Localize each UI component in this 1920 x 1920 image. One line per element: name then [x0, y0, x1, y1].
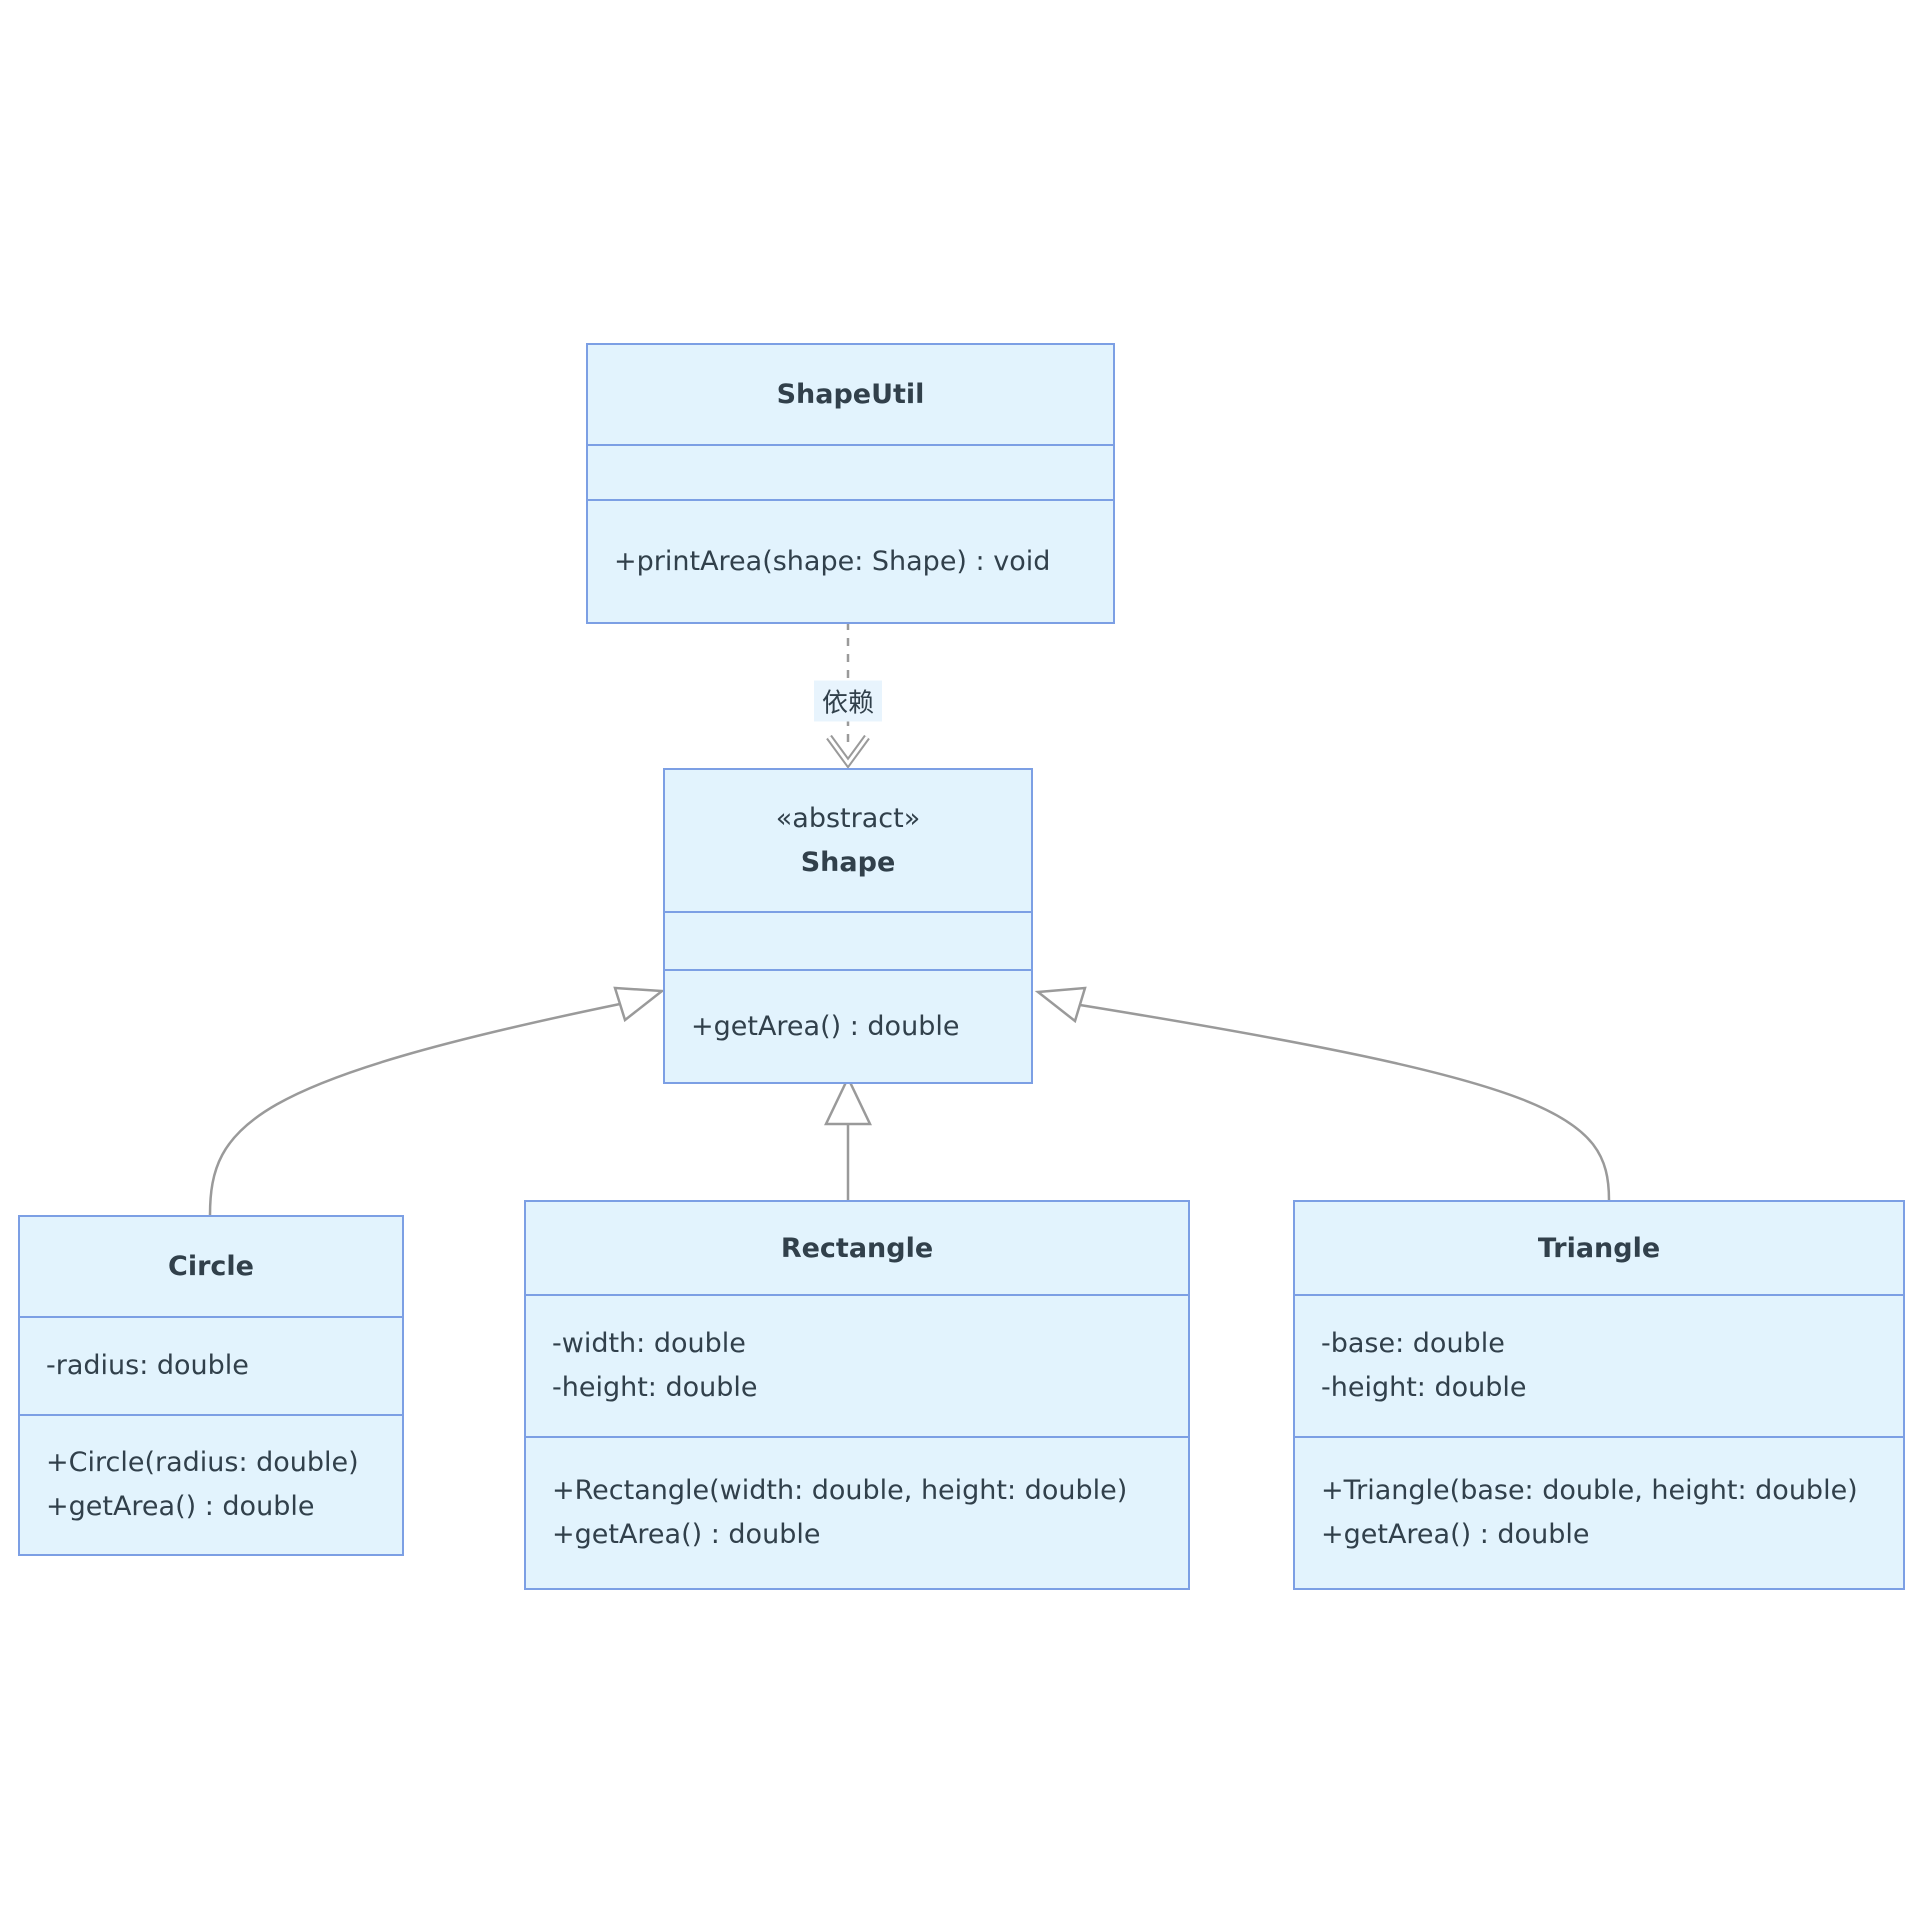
method-line: +getArea() : double [1321, 1519, 1590, 1550]
method-line: +getArea() : double [691, 1010, 960, 1042]
class-methods: +Circle(radius: double) +getArea() : dou… [20, 1414, 402, 1554]
attribute-line: -height: double [552, 1372, 758, 1403]
class-methods: +getArea() : double [665, 969, 1031, 1082]
hollow-triangle-arrowhead-icon [824, 1075, 872, 1126]
inheritance-edge-triangle-shape [1034, 986, 1611, 1201]
hollow-triangle-arrowhead-icon [613, 986, 666, 1023]
class-node-rectangle[interactable]: Rectangle -width: double -height: double… [524, 1200, 1190, 1590]
class-node-shapeutil[interactable]: ShapeUtil +printArea(shape: Shape) : voi… [586, 343, 1115, 624]
method-line: +getArea() : double [552, 1519, 821, 1550]
class-methods: +printArea(shape: Shape) : void [588, 499, 1113, 622]
class-title: Triangle [1537, 1232, 1661, 1264]
class-title: ShapeUtil [776, 379, 925, 410]
dependency-edge-label: 依赖 [813, 680, 883, 722]
class-node-triangle[interactable]: Triangle -base: double -height: double +… [1293, 1200, 1905, 1590]
method-line: +printArea(shape: Shape) : void [614, 545, 1051, 577]
inheritance-edge-rectangle-shape [824, 1075, 872, 1200]
class-attributes: -width: double -height: double [526, 1294, 1188, 1436]
class-stereotype: «abstract» [775, 802, 921, 834]
class-title: «abstract» Shape [665, 770, 1031, 911]
dependency-edge-shapeutil-shape [826, 622, 870, 769]
attribute-line: -base: double [1321, 1328, 1505, 1360]
method-line: +Triangle(base: double, height: double) [1321, 1475, 1858, 1507]
class-attributes: -radius: double [20, 1316, 402, 1414]
class-name: Shape [800, 846, 896, 878]
method-line: +Circle(radius: double) [46, 1447, 359, 1479]
class-node-shape[interactable]: «abstract» Shape +getArea() : double [663, 768, 1033, 1084]
inheritance-edge-circle-shape [208, 986, 666, 1216]
class-attributes-empty [588, 444, 1113, 499]
class-title: Circle [168, 1251, 254, 1282]
attribute-line: -width: double [552, 1328, 746, 1360]
method-line: +Rectangle(width: double, height: double… [552, 1475, 1128, 1507]
method-line: +getArea() : double [46, 1491, 315, 1522]
class-methods: +Rectangle(width: double, height: double… [526, 1436, 1188, 1588]
class-methods: +Triangle(base: double, height: double) … [1295, 1436, 1903, 1588]
attribute-line: -radius: double [46, 1350, 249, 1382]
attribute-line: -height: double [1321, 1372, 1527, 1403]
class-title: Rectangle [780, 1232, 934, 1264]
class-attributes-empty [665, 911, 1031, 969]
class-attributes: -base: double -height: double [1295, 1294, 1903, 1436]
hollow-triangle-arrowhead-icon [1034, 986, 1087, 1024]
class-node-circle[interactable]: Circle -radius: double +Circle(radius: d… [18, 1215, 404, 1556]
